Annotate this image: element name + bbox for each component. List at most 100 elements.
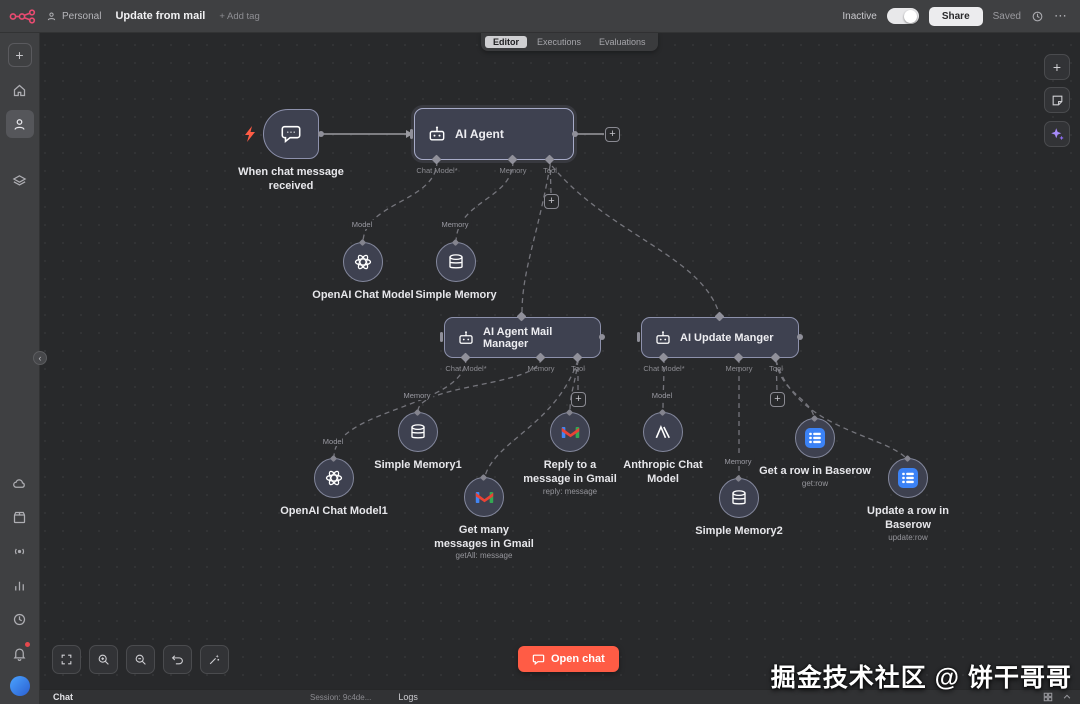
node-gmail-get-many[interactable]	[464, 477, 504, 517]
robot-icon	[427, 124, 447, 144]
add-tag-button[interactable]: + Add tag	[219, 10, 260, 22]
sparkle-icon	[1050, 127, 1064, 140]
breadcrumb-label: Personal	[62, 10, 102, 22]
fit-view-icon	[61, 654, 72, 665]
port-label: Chat Model*	[416, 166, 458, 175]
anthropic-icon	[653, 423, 673, 441]
port-label: Memory	[725, 364, 753, 373]
database-icon	[730, 489, 748, 507]
toggle-knob	[903, 9, 917, 23]
mail-agent-output-port[interactable]	[599, 334, 605, 340]
sidebar-item-notifications[interactable]	[6, 639, 34, 667]
add-node-endpoint[interactable]: +	[605, 127, 620, 142]
node-ai-agent[interactable]: AI Agent	[414, 108, 574, 160]
home-icon	[13, 84, 26, 96]
add-tool-endpoint[interactable]: +	[571, 392, 586, 407]
node-baserow-get[interactable]	[795, 418, 835, 458]
agent-input-port[interactable]	[410, 129, 413, 139]
database-icon	[409, 423, 427, 441]
active-status-label: Inactive	[842, 10, 877, 22]
workflow-title[interactable]: Update from mail	[115, 10, 206, 22]
node-label: When chat message received	[238, 166, 344, 192]
sidebar-item-insights[interactable]	[6, 571, 34, 599]
node-openai-chat-model[interactable]	[343, 242, 383, 282]
magic-wand-icon	[209, 654, 220, 665]
node-chat-trigger[interactable]	[263, 109, 319, 159]
robot-icon	[457, 329, 475, 347]
add-sticky-note-button[interactable]	[1044, 87, 1070, 113]
node-anthropic-chat-model[interactable]	[643, 412, 683, 452]
trigger-bolt-icon	[244, 126, 256, 142]
node-title: AI Update Manger	[680, 331, 774, 344]
chat-icon	[532, 654, 545, 665]
expand-panel-icon[interactable]	[1062, 692, 1072, 702]
sidebar-item-personal[interactable]	[5, 110, 34, 138]
add-node-button[interactable]: +	[1044, 54, 1070, 80]
zoom-out-button[interactable]	[126, 645, 155, 674]
tab-evaluations[interactable]: Evaluations	[599, 37, 646, 47]
node-label: Get many messages in Gmail	[434, 524, 534, 550]
add-tool-endpoint[interactable]: +	[544, 194, 559, 209]
robot-icon	[654, 329, 672, 347]
open-chat-button[interactable]: Open chat	[518, 646, 619, 672]
node-simple-memory1[interactable]	[398, 412, 438, 452]
sidebar-item-variables[interactable]	[6, 537, 34, 565]
port-label: Memory	[527, 364, 555, 373]
node-gmail-reply[interactable]	[550, 412, 590, 452]
view-tabs: Editor Executions Evaluations	[481, 33, 658, 51]
zoom-in-button[interactable]	[89, 645, 118, 674]
active-toggle[interactable]	[886, 8, 919, 24]
fit-view-button[interactable]	[52, 645, 81, 674]
share-button[interactable]: Share	[928, 6, 983, 26]
undo-button[interactable]	[163, 645, 192, 674]
tab-executions[interactable]: Executions	[537, 37, 582, 47]
node-baserow-update[interactable]	[888, 458, 928, 498]
mail-agent-input-port[interactable]	[440, 332, 443, 342]
create-workflow-button[interactable]: +	[7, 43, 32, 67]
node-label: OpenAI Chat Model1	[280, 505, 388, 517]
person-icon	[46, 11, 57, 22]
clock-icon	[13, 613, 26, 625]
port-label: Tool	[543, 166, 557, 175]
chat-panel-tab[interactable]: Chat	[53, 692, 73, 702]
user-avatar[interactable]	[9, 676, 30, 696]
sidebar-collapse-handle[interactable]: ‹	[33, 351, 47, 365]
gmail-icon	[475, 490, 494, 505]
update-agent-input-port[interactable]	[637, 332, 640, 342]
update-agent-output-port[interactable]	[797, 334, 803, 340]
tab-editor[interactable]: Editor	[485, 36, 527, 48]
notification-badge	[24, 642, 30, 647]
agent-output-port[interactable]	[572, 131, 578, 137]
node-label: Anthropic Chat Model	[623, 459, 703, 485]
left-sidebar: +	[0, 33, 40, 704]
baserow-icon	[898, 468, 918, 488]
tidy-up-button[interactable]	[200, 645, 229, 674]
node-label: Simple Memory	[415, 289, 497, 301]
add-tool-endpoint[interactable]: +	[770, 392, 785, 407]
sidebar-item-templates[interactable]	[6, 503, 34, 531]
package-icon	[13, 511, 26, 523]
grid-icon[interactable]	[1043, 692, 1053, 702]
logs-panel-tab[interactable]: Logs	[398, 692, 418, 702]
breadcrumb[interactable]: Personal	[46, 11, 101, 22]
n8n-logo[interactable]	[9, 8, 36, 24]
node-simple-memory2[interactable]	[719, 478, 759, 518]
history-icon[interactable]	[1031, 10, 1044, 23]
node-simple-memory[interactable]	[436, 242, 476, 282]
more-menu-icon[interactable]: ⋯	[1054, 8, 1068, 23]
connection-label: Model	[319, 437, 347, 446]
watermark-text: 掘金技术社区 @ 饼干哥哥	[770, 664, 1072, 692]
database-icon	[447, 253, 465, 271]
sidebar-item-help[interactable]	[6, 605, 34, 633]
sidebar-item-overview[interactable]	[6, 76, 34, 104]
open-chat-label: Open chat	[551, 653, 605, 665]
zoom-out-icon	[135, 654, 146, 665]
sidebar-item-projects[interactable]	[6, 167, 34, 195]
sidebar-item-cloud[interactable]	[6, 469, 34, 497]
port-label: Chat Model*	[643, 364, 685, 373]
ai-assistant-button[interactable]	[1044, 121, 1070, 147]
layers-icon	[12, 174, 27, 186]
port-label: Tool	[769, 364, 783, 373]
node-openai-chat-model1[interactable]	[314, 458, 354, 498]
trigger-output-port[interactable]	[318, 131, 324, 137]
